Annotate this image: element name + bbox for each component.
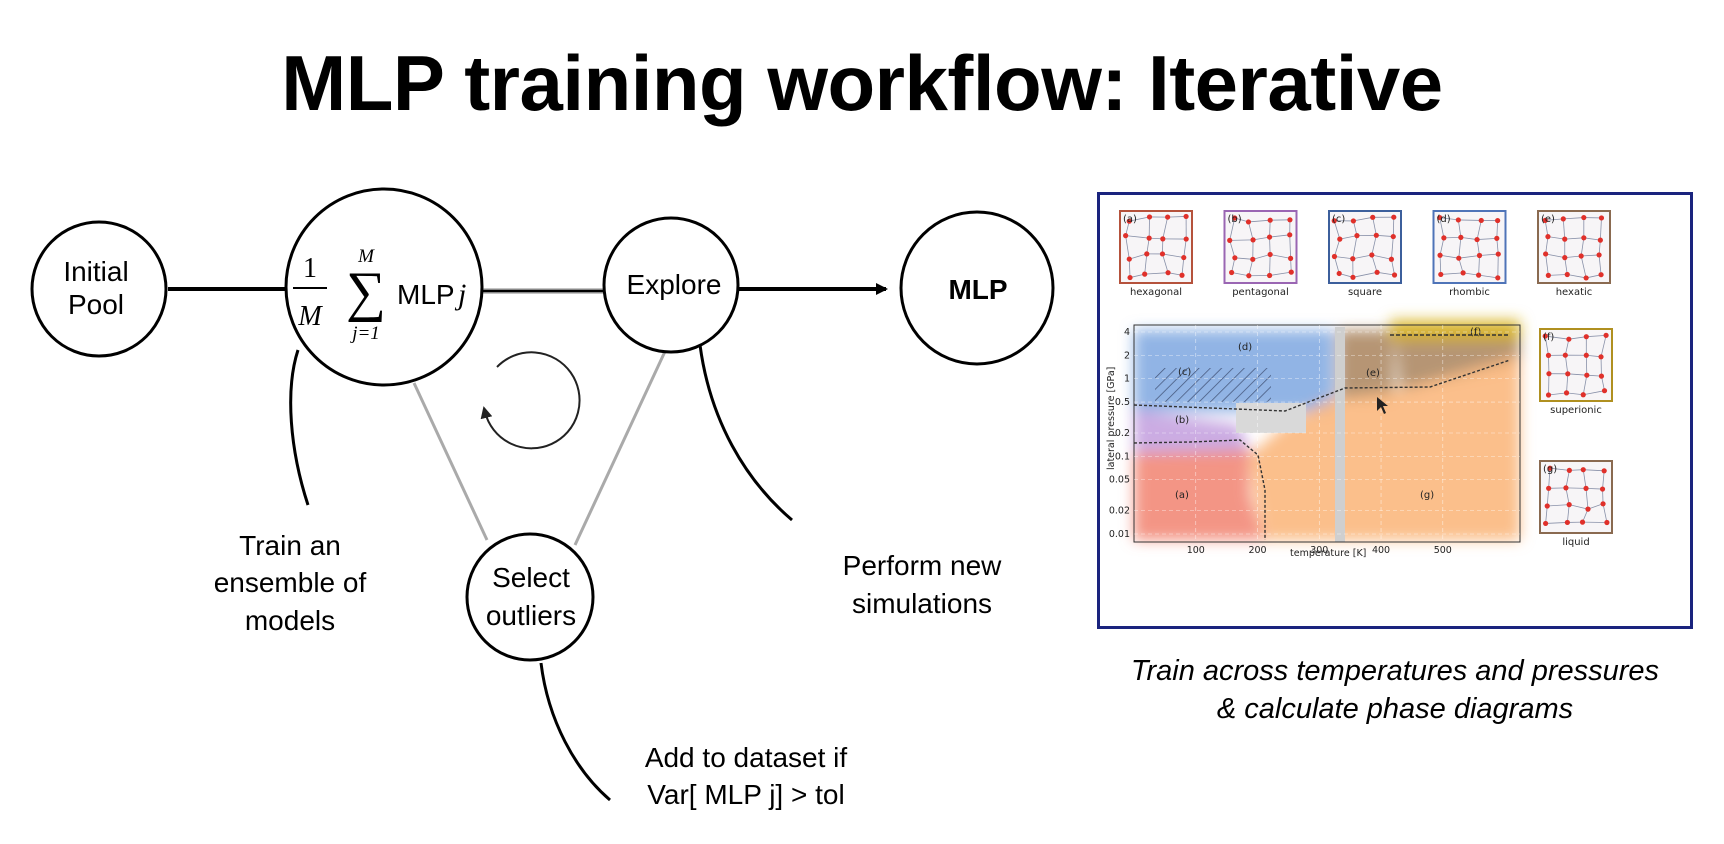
x-tick-label: 400 [1372,545,1390,556]
sum-lower-limit: j=1 [349,323,380,344]
figure-caption-line1: Train across temperatures and pressures [1130,655,1660,687]
tile-label: hexagonal [1130,287,1182,298]
structure-tile-hexagonal: (a) hexagonal [1119,210,1193,298]
tile-tag: (d) [1437,214,1451,225]
y-tick-label: 2 [1124,350,1130,361]
fraction-denominator: M [297,301,323,332]
tile-tag: (a) [1123,214,1137,225]
slide-title: MLP training workflow: Iterative [281,39,1443,127]
y-tick-label: 0.05 [1109,475,1130,486]
structure-tiles: (a) hexagonal (b) pentagonal (c) square (d) rho… [1119,210,1611,298]
sum-upper-limit: M [357,246,375,267]
figure-caption: Train across temperatures and pressures … [1080,652,1710,728]
node-explore: Explore [602,216,740,354]
region-label-a: (a) [1175,490,1189,501]
region-label-g: (g) [1420,490,1434,501]
tile-label: hexatic [1556,287,1593,298]
tile-tag: (b) [1228,214,1242,225]
tile-label: rhombic [1449,287,1490,298]
y-tick-label: 4 [1124,327,1130,338]
svg-text:ensemble of: ensemble of [214,567,367,598]
tile-label: pentagonal [1232,287,1289,298]
structure-tile-rhombic: (d) rhombic [1432,210,1507,298]
tile-label: liquid [1562,537,1589,548]
y-tick-label: 0.5 [1115,397,1130,408]
caption-add: Add to dataset if Var[ MLP j] > tol [645,742,848,810]
svg-text:Var[ MLP j] > tol: Var[ MLP j] > tol [647,779,844,810]
leader-train [289,349,310,506]
region-label-b: (b) [1175,415,1189,426]
tile-tag: (g) [1543,464,1557,475]
y-tick-label: 0.01 [1109,529,1130,540]
caption-train: Train an ensemble of models [214,530,367,636]
tile-tag: (f) [1543,332,1554,343]
initial-pool-line2: Pool [68,289,124,320]
ensemble-mlp-index: j [454,278,466,311]
mlp-label: MLP [948,274,1007,305]
structure-tile-pentagonal: (b) pentagonal [1223,210,1298,298]
svg-text:Add to dataset if: Add to dataset if [645,742,848,773]
mouse-pointer-icon [1377,397,1388,414]
cycle-arrow-icon [480,351,581,450]
x-axis-ticks: 100 200 300 400 500 [1187,325,1452,556]
leader-perform [698,344,793,522]
structure-tile-liquid: (g) liquid [1539,460,1613,548]
structure-tile-hexatic: (e) hexatic [1537,210,1611,298]
svg-text:simulations: simulations [852,588,992,619]
tile-label: square [1348,287,1382,298]
region-label-c: (c) [1178,367,1191,378]
leader-add [539,662,611,802]
ensemble-mlp-text: MLP [397,279,455,310]
y-tick-label: 0.2 [1115,428,1130,439]
y-tick-label: 1 [1124,374,1130,385]
x-tick-label: 300 [1310,545,1328,556]
phase-regions [1133,320,1520,542]
fraction-numerator: 1 [303,253,317,284]
side-structure-tiles: (f) superionic (g) liquid [1539,328,1613,548]
select-outliers-line1: Select [492,562,570,593]
node-select-outliers: Select outliers [465,532,595,662]
initial-pool-line1: Initial [63,256,128,287]
phase-diagram-figure: (a) hexagonal (b) pentagonal (c) square (d) rho… [1097,192,1693,629]
node-mlp: MLP [899,210,1055,366]
x-axis-label: temperature [K] [1290,548,1366,559]
x-tick-label: 100 [1187,545,1205,556]
y-tick-label: 0.02 [1109,506,1130,517]
node-initial-pool: Initial Pool [30,220,168,358]
region-label-f: (f) [1470,327,1481,338]
tile-tag: (e) [1541,214,1555,225]
edge-ensemble-select [412,382,489,541]
svg-text:Perform new: Perform new [843,550,1002,581]
x-tick-label: 200 [1248,545,1266,556]
structure-tile-square: (c) square [1328,210,1402,298]
x-tick-label: 500 [1434,545,1452,556]
caption-perform: Perform new simulations [843,550,1002,619]
y-axis-ticks: 4 2 1 0.5 0.2 0.1 0.05 0.02 0.01 [1109,327,1520,540]
explore-label: Explore [627,269,722,300]
node-ensemble-average: 1 M M ∑ j=1 MLP j [284,187,484,387]
y-axis-label: lateral pressure [GPa] [1106,367,1117,470]
select-outliers-line2: outliers [486,600,576,631]
tile-tag: (c) [1332,214,1345,225]
tile-label: superionic [1550,405,1602,416]
edge-explore-select [573,344,670,546]
phase-diagram-svg: (a) hexagonal (b) pentagonal (c) square (d) rho… [1106,210,1613,559]
region-label-e: (e) [1366,368,1380,379]
region-label-d: (d) [1238,342,1252,353]
y-tick-label: 0.1 [1115,451,1130,462]
figure-caption-line2: & calculate phase diagrams [1216,693,1574,725]
structure-tile-superionic: (f) superionic [1539,328,1613,416]
svg-text:models: models [245,605,335,636]
sum-symbol: ∑ [346,261,386,323]
svg-text:Train an: Train an [239,530,341,561]
